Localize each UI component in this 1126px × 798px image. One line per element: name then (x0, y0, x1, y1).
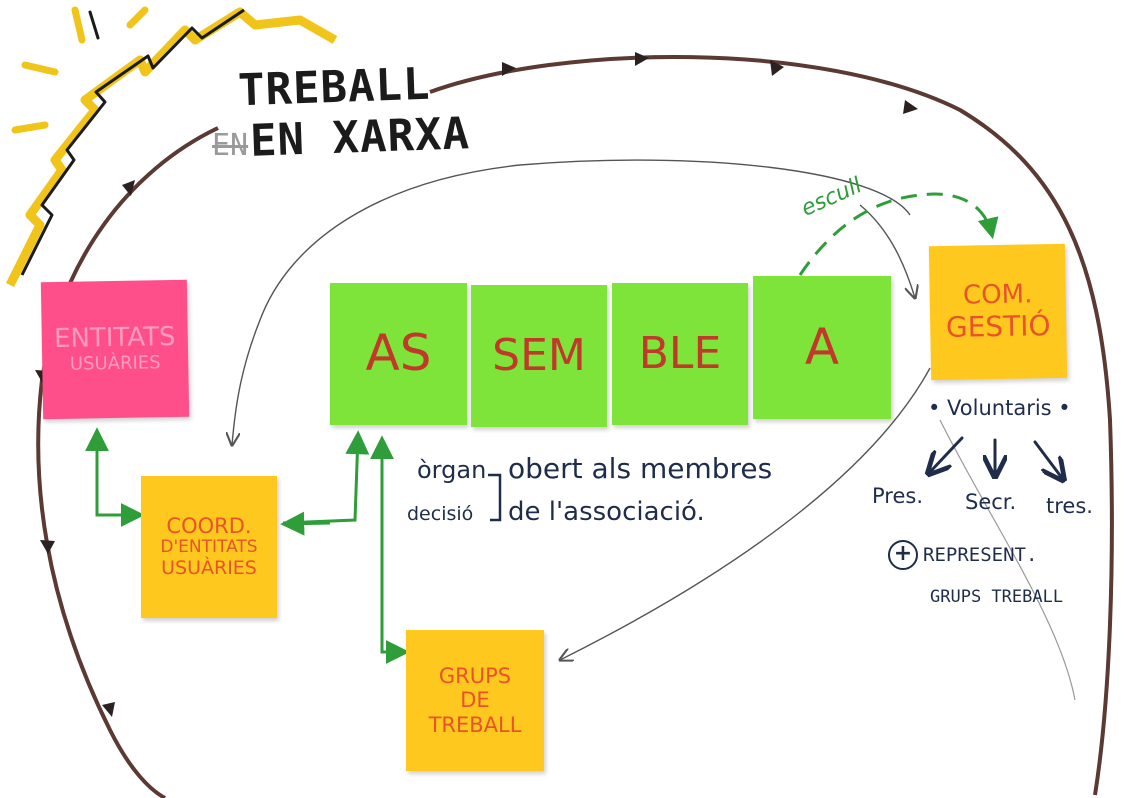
title-line-1: TREBALL (237, 58, 432, 117)
green-connectors (85, 427, 410, 664)
coord-line-3: USUÀRIES (161, 556, 257, 579)
note-entitats-usuaries: ENTITATS USUÀRIES (40, 279, 190, 420)
represent-label: REPRESENT. (923, 544, 1038, 566)
gestio-line-1: COM. (962, 279, 1033, 311)
note-assemblea-3: BLE (612, 283, 748, 425)
gestio-to-grups-line (560, 367, 931, 660)
grups-treball-label: GRUPS TREBALL (930, 587, 1064, 607)
voluntaris-arrows (930, 436, 1062, 478)
network-loop (36, 55, 1114, 798)
entitats-line-1: ENTITATS (53, 322, 176, 355)
inner-loop (232, 159, 911, 445)
organ-label: òrgan (417, 456, 487, 484)
note-assemblea-4: A (753, 276, 891, 419)
entitats-line-2: USUÀRIES (69, 352, 161, 375)
obert-label: obert als membres (508, 452, 773, 485)
assemblea-part-2: SEM (492, 329, 586, 381)
assemblea-part-3: BLE (638, 327, 722, 379)
role-secretari: Secr. (965, 490, 1017, 514)
note-comissio-gestio: COM. GESTIÓ (928, 243, 1068, 381)
plus-icon: + (888, 540, 918, 570)
assemblea-part-1: AS (365, 324, 432, 383)
note-assemblea-1: AS (330, 283, 467, 425)
voluntaris-label: • Voluntaris • (928, 396, 1071, 420)
role-president: Pres. (872, 484, 924, 508)
sun-decoration (5, 6, 338, 288)
grups-line-1: GRUPS (438, 664, 512, 689)
coord-line-2: D'ENTITATS (160, 537, 258, 558)
note-grups-treball: GRUPS DE TREBALL (406, 630, 544, 771)
coord-line-1: COORD. (166, 514, 252, 539)
role-tresorer: tres. (1046, 494, 1093, 518)
grups-line-3: TREBALL (428, 712, 522, 737)
bracket-mark (488, 473, 502, 522)
note-assemblea-2: SEM (471, 285, 607, 427)
grups-line-2: DE (460, 688, 490, 713)
loop-arrows (35, 52, 918, 717)
title-struck-word: EN (212, 128, 249, 163)
note-coord-entitats: COORD. D'ENTITATS USUÀRIES (141, 476, 277, 618)
associacio-label: de l'associació. (508, 497, 705, 527)
title-line-2: EN XARXA (249, 108, 471, 167)
escull-arrow (798, 192, 999, 276)
assemblea-part-4: A (804, 317, 840, 376)
gestio-line-2: GESTIÓ (945, 308, 1051, 344)
decisio-label: decisió (407, 503, 474, 525)
